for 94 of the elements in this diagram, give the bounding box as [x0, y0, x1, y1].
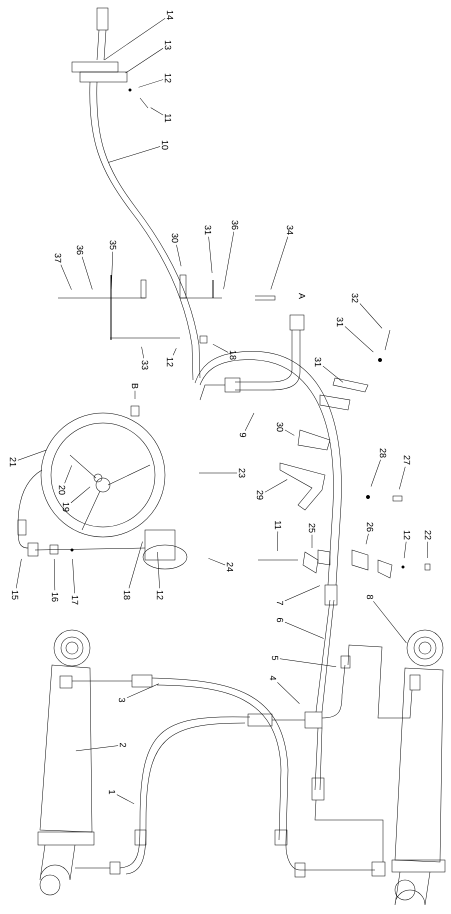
callout-number: 16 — [52, 592, 58, 602]
leader-line — [277, 682, 300, 704]
callout-number: 24 — [226, 562, 234, 572]
callout-number: 20 — [58, 485, 66, 495]
leader-line — [284, 585, 320, 602]
callout-number: 12 — [404, 530, 410, 540]
leader-line — [64, 465, 72, 484]
leader-line — [104, 18, 166, 60]
leader-line — [270, 236, 288, 290]
leader-line — [284, 622, 324, 639]
leader-line — [427, 542, 428, 558]
leader-line — [82, 256, 93, 290]
leader-line — [138, 79, 164, 88]
callout-number: 21 — [10, 457, 16, 467]
leader-line — [172, 348, 177, 356]
leader-line — [54, 558, 56, 590]
leader-line — [70, 486, 90, 504]
callout-number: 31 — [314, 357, 322, 367]
leader-line — [399, 466, 406, 490]
leader-line — [277, 531, 278, 552]
callout-number: 13 — [164, 40, 172, 50]
callout-number: 34 — [286, 225, 294, 235]
leader-line — [284, 430, 295, 436]
callout-number: 31 — [336, 317, 344, 327]
callout-number: 11 — [164, 114, 172, 122]
callout-number: 4 — [270, 676, 276, 680]
callout-number: 25 — [308, 523, 316, 533]
leader-line — [108, 146, 160, 163]
leader-line — [150, 107, 164, 116]
leader-line — [366, 534, 369, 544]
leader-line — [18, 450, 47, 460]
callout-number: 28 — [380, 448, 386, 458]
callout-number: 5 — [272, 656, 278, 660]
leader-line — [126, 683, 160, 698]
callout-number: 18 — [230, 350, 236, 360]
leader-line — [116, 794, 134, 804]
leader-line — [157, 552, 160, 588]
leader-line — [141, 346, 144, 358]
leader-line — [60, 264, 72, 290]
callout-number: 8 — [366, 594, 374, 600]
leader-line — [244, 412, 254, 431]
callout-number: 26 — [366, 522, 374, 532]
leader-line — [322, 366, 344, 383]
callout-number: 30 — [276, 422, 284, 432]
leader-line — [176, 244, 182, 266]
leader-line — [344, 326, 374, 352]
leader-line — [134, 390, 136, 400]
leader-line — [404, 542, 406, 558]
leader-line — [212, 344, 228, 353]
leader-line — [373, 601, 407, 644]
callout-number: B — [132, 384, 138, 389]
callout-number: 9 — [240, 432, 246, 438]
callout-number: 18 — [124, 590, 130, 600]
leader-line — [72, 558, 75, 594]
callout-number: 11 — [274, 521, 282, 530]
callout-number: 14 — [166, 10, 174, 20]
callout-number: 1 — [108, 790, 116, 794]
leader-line — [223, 232, 234, 290]
callout-number: 15 — [12, 590, 18, 600]
callout-number: 31 — [204, 225, 212, 235]
callout-number: 35 — [110, 240, 116, 250]
callout-number: 27 — [404, 455, 410, 465]
leader-line — [128, 541, 143, 588]
callout-number: 29 — [256, 490, 264, 500]
leader-line — [360, 303, 382, 329]
callout-number: 37 — [54, 253, 62, 263]
leader-line — [208, 236, 212, 274]
callout-number: 22 — [424, 530, 432, 540]
leader-line — [370, 460, 381, 487]
callout-number: 6 — [276, 618, 284, 622]
leader-line — [125, 48, 164, 74]
callout-number: 23 — [238, 468, 246, 478]
leader-line — [280, 658, 336, 667]
callout-number: 12 — [164, 74, 172, 83]
callout-number: 12 — [166, 358, 174, 367]
leader-line — [111, 252, 113, 290]
port-label: A — [298, 293, 306, 299]
callout-number: 36 — [76, 245, 84, 255]
callout-number: 19 — [62, 502, 70, 512]
callout-number: 17 — [72, 596, 78, 605]
callout-number: 3 — [118, 698, 126, 702]
leader-line — [208, 558, 226, 566]
leader-line — [16, 558, 22, 588]
callout-number: 30 — [172, 233, 178, 243]
callout-number: 2 — [120, 742, 126, 748]
callout-number: 32 — [352, 293, 358, 303]
callout-number: 12 — [156, 590, 164, 600]
leader-line — [264, 479, 288, 492]
callout-number: 10 — [162, 140, 168, 150]
leader-line — [76, 745, 118, 752]
leader-line — [198, 472, 238, 474]
callout-number: 7 — [276, 600, 284, 606]
callout-number: 36 — [232, 220, 238, 230]
callout-number: 33 — [142, 360, 148, 370]
